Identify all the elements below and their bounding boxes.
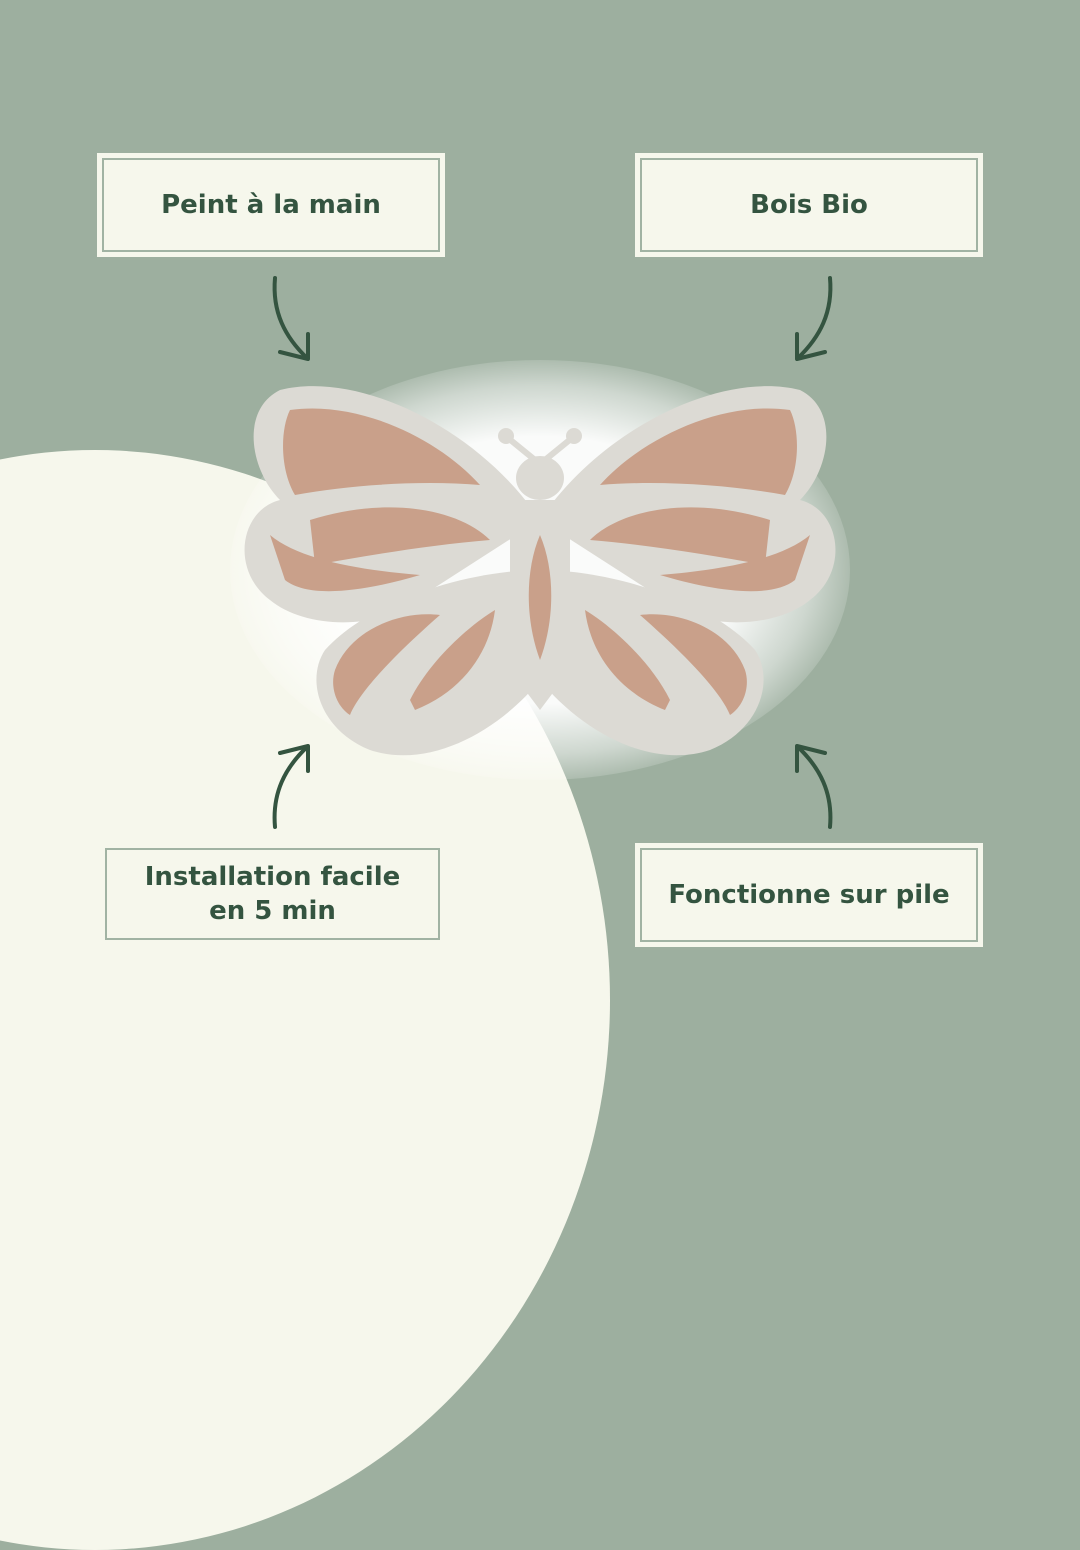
arrow-down-left-icon xyxy=(795,276,833,361)
feature-box-organic-wood: Bois Bio xyxy=(635,153,983,257)
butterfly-lamp-image xyxy=(244,386,836,756)
feature-label-battery: Fonctionne sur pile xyxy=(668,880,950,910)
feature-label-organic-wood: Bois Bio xyxy=(750,190,868,220)
feature-box-hand-painted: Peint à la main xyxy=(97,153,445,257)
arrow-down-right-icon xyxy=(272,276,310,361)
arrow-up-left-icon xyxy=(795,744,833,829)
feature-label-hand-painted: Peint à la main xyxy=(161,190,381,220)
arrow-up-right-icon xyxy=(272,744,310,829)
feature-box-battery: Fonctionne sur pile xyxy=(635,843,983,947)
feature-label-easy-install: Installation facile en 5 min xyxy=(144,862,401,926)
feature-box-easy-install: Installation facile en 5 min xyxy=(100,843,445,945)
